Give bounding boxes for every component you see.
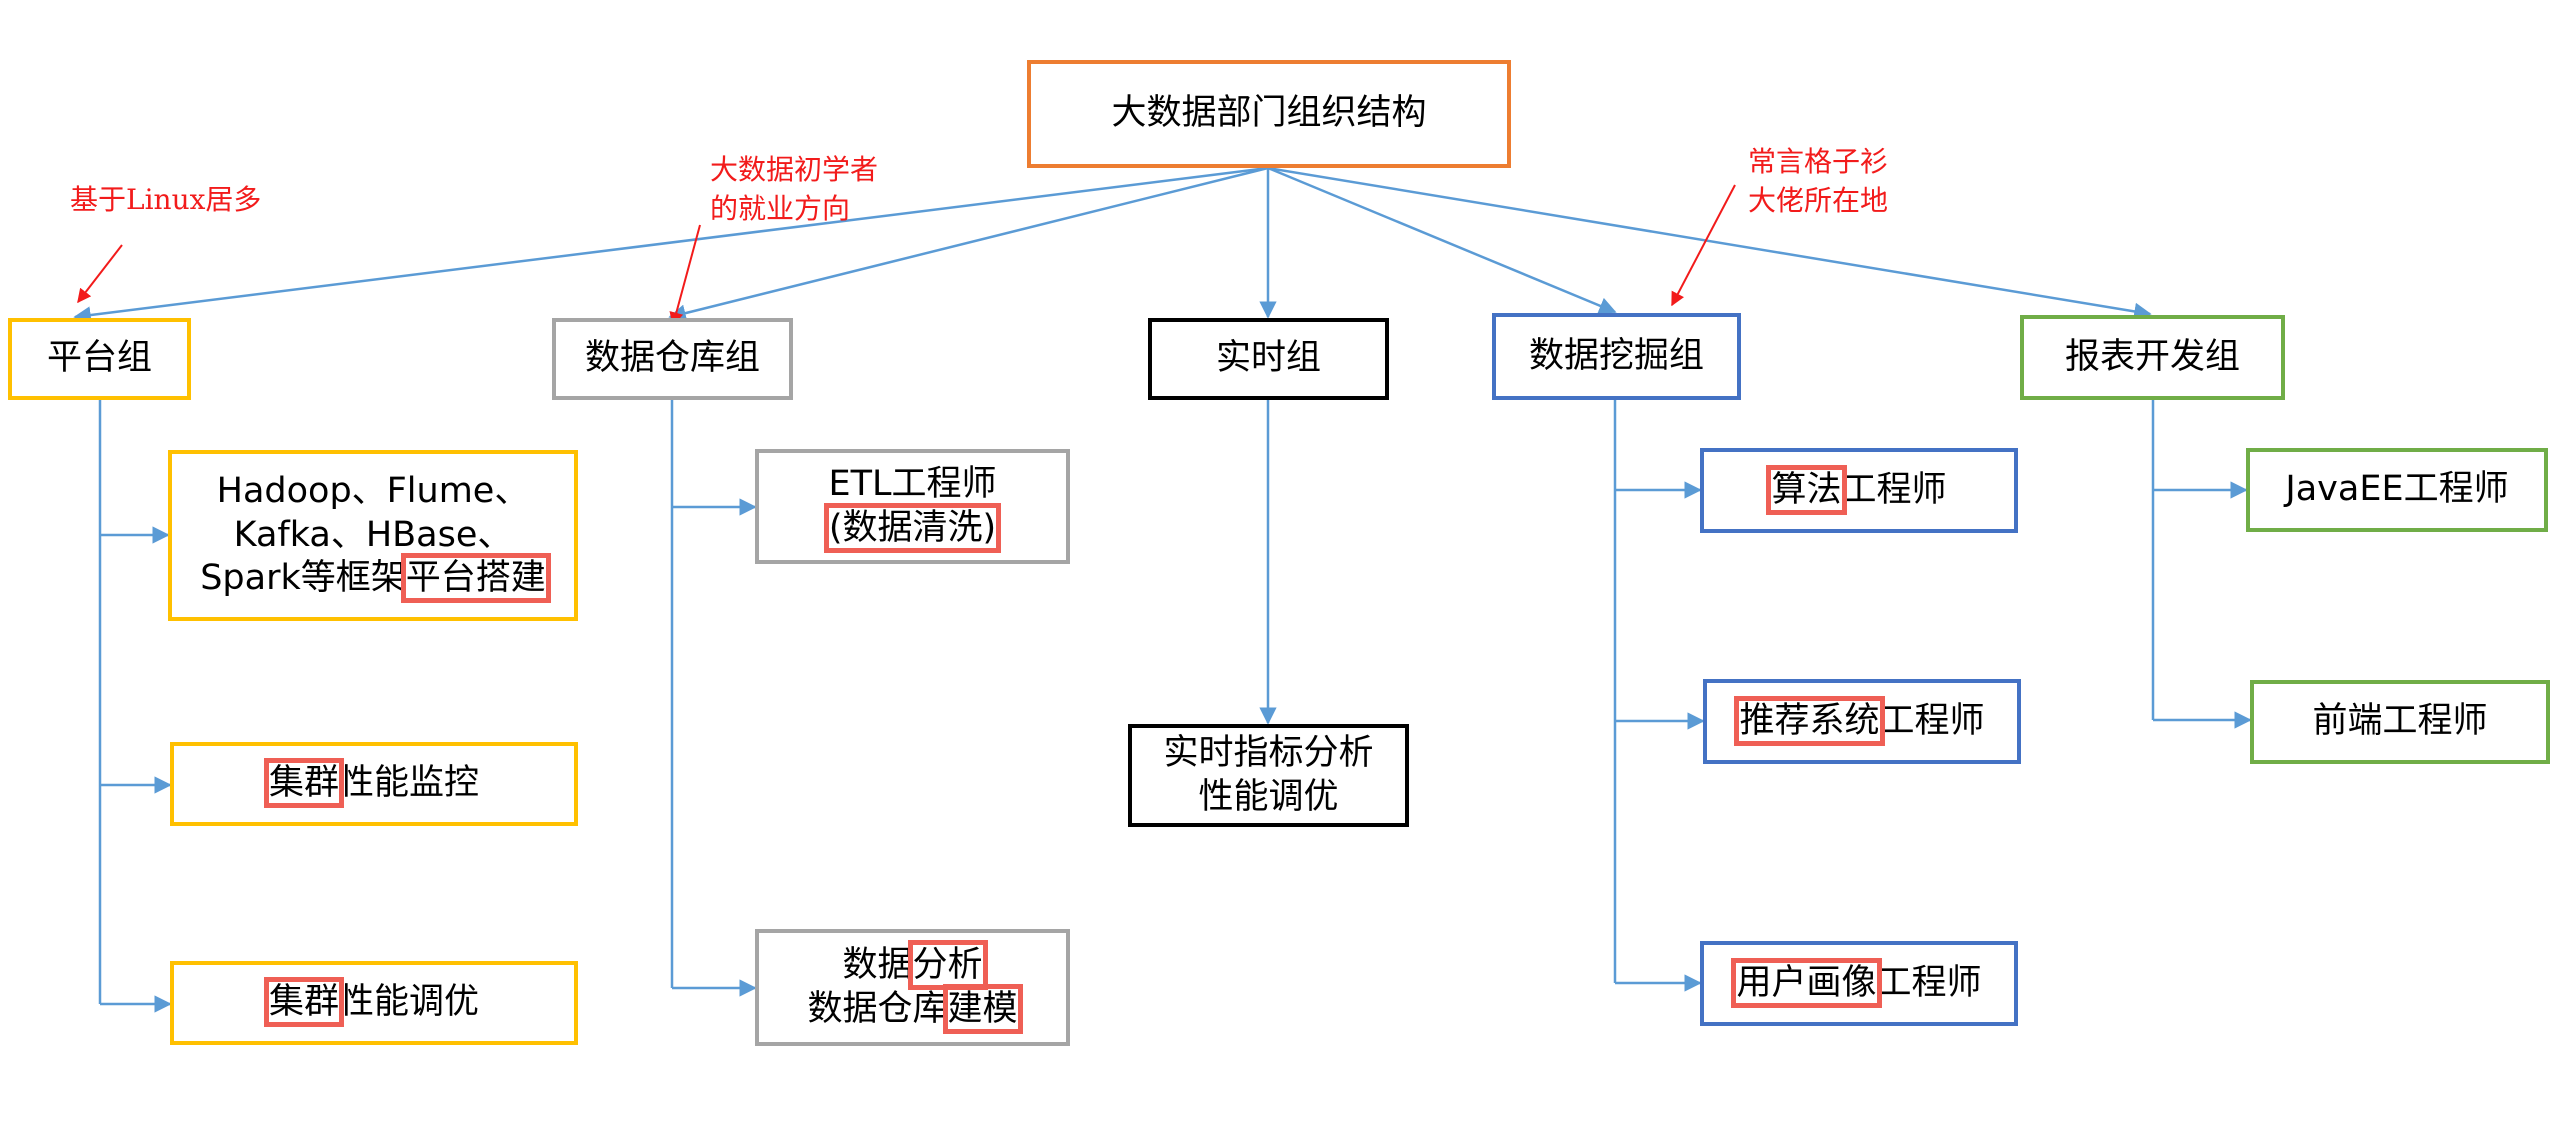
highlight-analysis: 分析 — [907, 939, 988, 990]
mining-item-algorithm-label: 工程师 — [1841, 469, 1947, 510]
group-platform-title: 平台组 — [46, 338, 152, 379]
group-platform: 平台组 — [8, 318, 191, 400]
mining-item-recommend: 推荐系统工程师 — [1703, 679, 2021, 764]
platform-item-tuning-label: 性能调优 — [339, 982, 480, 1023]
highlight-cluster-tuning: 集群 — [263, 977, 345, 1028]
realtime-item-metrics: 实时指标分析 性能调优 — [1128, 724, 1409, 827]
group-report: 报表开发组 — [2020, 315, 2285, 400]
report-item-javaee: JavaEE工程师 — [2246, 448, 2548, 532]
annotation-arrow-experts — [1671, 184, 1736, 307]
realtime-item-metrics-line2: 性能调优 — [1198, 776, 1339, 817]
annotation-linux: 基于Linux居多 — [70, 180, 261, 219]
mining-item-recommend-label: 工程师 — [1879, 700, 1985, 741]
highlight-modeling: 建模 — [942, 983, 1023, 1034]
report-item-frontend-label: 前端工程师 — [2312, 701, 2488, 742]
group-mining-title: 数据挖掘组 — [1528, 335, 1704, 376]
annotation-linux-text: 基于Linux居多 — [70, 183, 262, 216]
root-node: 大数据部门组织结构 — [1027, 60, 1511, 168]
highlight-platform-build: 平台搭建 — [400, 553, 551, 604]
mining-item-algorithm: 算法工程师 — [1700, 448, 2018, 533]
platform-item-framework: Hadoop、Flume、 Kafka、HBase、 Spark等框架平台搭建 — [168, 450, 578, 621]
highlight-cluster-monitor: 集群 — [263, 758, 345, 809]
platform-item-framework-line3: Spark等框架 — [200, 558, 406, 599]
highlight-algorithm: 算法 — [1766, 464, 1847, 515]
platform-item-monitor-label: 性能监控 — [339, 763, 480, 804]
annotation-beginner: 大数据初学者 的就业方向 — [710, 150, 878, 228]
annotation-arrow-linux — [77, 244, 123, 304]
annotation-arrow-beginner — [669, 224, 701, 327]
highlight-data-cleaning: (数据清洗) — [823, 502, 1002, 553]
group-warehouse: 数据仓库组 — [552, 318, 793, 400]
platform-item-tuning: 集群性能调优 — [170, 961, 578, 1045]
connector-root-report — [1267, 166, 2152, 321]
platform-item-framework-line2: Kafka、HBase、 — [233, 514, 513, 555]
warehouse-item-etl: ETL工程师 (数据清洗) — [755, 449, 1070, 564]
warehouse-item-etl-line1: ETL工程师 — [828, 463, 997, 504]
mining-item-profile: 用户画像工程师 — [1700, 941, 2018, 1026]
warehouse-item-modeling-line2: 数据仓库 — [807, 988, 948, 1029]
root-title: 大数据部门组织结构 — [1111, 93, 1427, 134]
group-mining: 数据挖掘组 — [1492, 313, 1741, 400]
annotation-experts-line2: 大佬所在地 — [1748, 184, 1889, 218]
group-warehouse-title: 数据仓库组 — [584, 338, 760, 379]
report-item-javaee-label: JavaEE工程师 — [2285, 469, 2509, 510]
annotation-experts-line1: 常言格子衫 — [1748, 145, 1889, 178]
warehouse-item-modeling-line1: 数据 — [842, 944, 913, 985]
annotation-beginner-line1: 大数据初学者 — [710, 153, 879, 186]
mining-item-profile-label: 工程师 — [1876, 962, 1982, 1003]
report-item-frontend: 前端工程师 — [2250, 680, 2550, 764]
connector-root-platform — [73, 166, 1269, 324]
platform-item-monitor: 集群性能监控 — [170, 742, 578, 826]
highlight-recommend: 推荐系统 — [1734, 695, 1885, 746]
group-report-title: 报表开发组 — [2064, 336, 2240, 377]
group-realtime: 实时组 — [1148, 318, 1389, 400]
annotation-experts: 常言格子衫 大佬所在地 — [1748, 142, 1888, 220]
connector-root-mining — [1267, 166, 1617, 315]
platform-item-framework-line1: Hadoop、Flume、 — [216, 470, 530, 511]
highlight-profile: 用户画像 — [1731, 957, 1882, 1008]
connector-root-warehouse — [668, 166, 1269, 322]
group-realtime-title: 实时组 — [1215, 338, 1321, 379]
annotation-beginner-line2: 的就业方向 — [710, 192, 851, 226]
realtime-item-metrics-line1: 实时指标分析 — [1163, 732, 1374, 773]
warehouse-item-modeling: 数据分析 数据仓库建模 — [755, 929, 1070, 1046]
